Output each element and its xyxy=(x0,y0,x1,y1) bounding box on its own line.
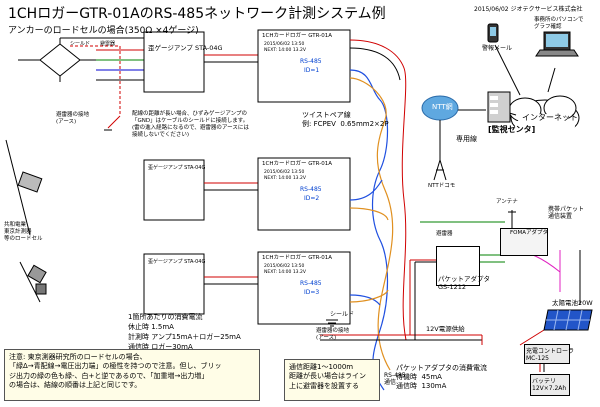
mobile-packet: 携帯パケット 通信装置 xyxy=(548,206,585,221)
logger-rs485: RS-485 xyxy=(300,186,322,193)
monitoring-center: [監視センタ] xyxy=(488,125,536,134)
network-clouds xyxy=(421,44,580,160)
amplifiers xyxy=(143,31,205,315)
logger-next: NEXT: 14:00 13.2V xyxy=(264,270,306,275)
alert-mail: 警報メール xyxy=(482,45,513,52)
sensor-wires xyxy=(60,37,144,131)
logger-date: 2015/06/02 13:50 xyxy=(264,42,305,47)
wiring-note: 配線の距離が長い場合、ひずみゲージアンプの 「GND」はケーブルのシールドに接続… xyxy=(132,111,249,139)
bottom-note: 注意: 東京測器研究所のロードセルの場合、 「緑Δ→青配線→電圧出力端」の極性を… xyxy=(4,349,260,401)
amp-2-label: 歪ゲージアンプ STA-04G xyxy=(148,165,206,171)
comm-distance-note: 通信距離1〜1000m 距離が長い場合はライン 上に避雷器を設置する xyxy=(284,359,380,401)
logger-id: ID=2 xyxy=(304,195,320,202)
logger-title: 1CHカードロガー GTR-01A xyxy=(262,255,332,261)
devices-top xyxy=(487,23,579,57)
foma-adapter xyxy=(500,228,548,256)
logger-1: 1CHカードロガー GTR-01A 2015/06/02 13:50 NEXT:… xyxy=(262,33,348,98)
logger-3: 1CHカードロガー GTR-01A 2015/06/02 13:50 NEXT:… xyxy=(262,255,348,320)
arrester-label: 避雷器 xyxy=(100,41,116,47)
logger-id: ID=1 xyxy=(304,67,320,74)
battery xyxy=(530,374,570,396)
arrester-side-label: 避雷器 xyxy=(436,231,453,237)
consumption-line: 計測時 アンプ15mA＋ロガー25mA xyxy=(128,333,241,341)
foma-adapter-label: FOMAアダプタ xyxy=(510,230,549,236)
loadcell-label: 共和電業 東京計測器 等のロードセル xyxy=(4,222,43,242)
consumption-line: 休止時 1.5mA xyxy=(128,323,174,331)
anchor-loadcells xyxy=(5,139,47,303)
charge-controller-label: 充電コントローラ MC-125 xyxy=(526,348,575,363)
logger-title: 1CHカードロガー GTR-01A xyxy=(262,161,332,167)
twisted-pair-label: ツイストペア線 例: FCPEV 0.65mm2×2P xyxy=(302,111,389,129)
consumption-title: 1箇所あたりの消費電流 xyxy=(128,313,203,321)
amp-3-label: 歪ゲージアンプ STA-04G xyxy=(148,259,206,265)
shield-bottom: シールド xyxy=(330,311,355,318)
internet-label: インターネット xyxy=(522,113,578,122)
charge-controller xyxy=(524,344,570,364)
logger-next: NEXT: 14:00 13.2V xyxy=(264,48,306,53)
arrester-bottom: 避雷器の接地 (アース) xyxy=(316,328,350,341)
office-pc: 事務所のパソコンで グラフ確認 xyxy=(534,17,584,30)
logger-rs485: RS-485 xyxy=(300,58,322,65)
packet-adapter-label: パケットアダプタ GS-1212 xyxy=(438,275,490,291)
logger-date: 2015/06/02 13:50 xyxy=(264,264,305,269)
antenna-label: アンテナ xyxy=(496,199,518,205)
logger-title: 1CHカードロガー GTR-01A xyxy=(262,33,332,39)
bridge-diagram xyxy=(18,38,96,82)
logger-next: NEXT: 14:00 13.2V xyxy=(264,176,306,181)
battery-label: バッテリ 12V×7.2Ah xyxy=(532,378,567,393)
subtitle: アンカーのロードセルの場合(350Ω ×4ゲージ) xyxy=(8,26,199,36)
server-building xyxy=(487,91,511,123)
ntt-tower xyxy=(433,159,447,181)
page-title: 1CHロガーGTR-01AのRS-485ネットワーク計測システム例 xyxy=(8,6,386,22)
arrester-ground-label: 避雷器の接地 (アース) xyxy=(56,112,90,125)
amp-logger-wires xyxy=(204,54,258,285)
power-12v: 12V電源供給 xyxy=(426,325,465,333)
dedicated-line: 専用線 xyxy=(456,135,477,143)
amp-label: 歪ゲージアンプ STA-04G xyxy=(148,44,223,52)
shield-label: シールド xyxy=(70,41,91,47)
date-company: 2015/06/02 ジオテクサービス株式会社 xyxy=(474,6,583,13)
logger-id: ID=3 xyxy=(304,289,320,296)
packet-adapter xyxy=(436,246,480,286)
solar-panel xyxy=(543,309,593,331)
ntt-docomo: NTTドコモ xyxy=(428,183,456,189)
ntt-net-label: NTT網 xyxy=(432,103,453,111)
solar-panel-label: 太陽電池20W xyxy=(552,299,593,307)
logger-2: 1CHカードロガー GTR-01A 2015/06/02 13:50 NEXT:… xyxy=(262,161,348,226)
consumption-line: 通信時 ロガー30mA xyxy=(128,343,193,351)
loggers xyxy=(257,29,351,325)
logger-date: 2015/06/02 13:50 xyxy=(264,170,305,175)
packet-consumption: パケットアダプタの消費電流 待機時 45mA 通信時 130mA xyxy=(396,364,487,391)
antenna xyxy=(508,210,516,228)
logger-rs485: RS-485 xyxy=(300,280,322,287)
rs485-bus xyxy=(349,39,407,391)
rs485-comm: RS-485 通信 xyxy=(384,372,406,387)
ground-symbols xyxy=(326,319,338,327)
